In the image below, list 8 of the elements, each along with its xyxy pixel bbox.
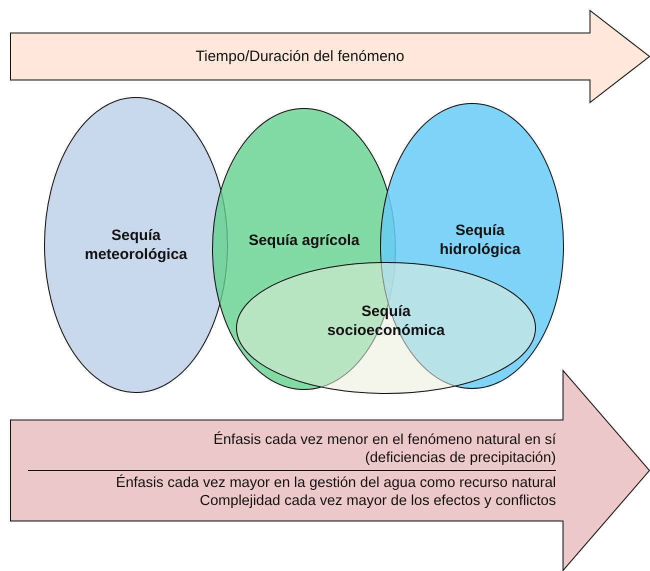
drought-type-label: Sequía agrícola xyxy=(248,230,360,250)
arrow-text: Complejidad cada vez mayor de los efectos y conflictos xyxy=(198,492,556,510)
arrow-text: Énfasis cada vez menor en el fenómeno natural en sí (deficiencias de precipitación) xyxy=(28,431,556,471)
arrow-label: Tiempo/Duración del fenómeno xyxy=(194,48,406,65)
drought-type-label: Sequía socioeconómica xyxy=(326,302,446,340)
drought-type-label: Sequía meteorológica xyxy=(84,226,188,264)
drought-type-label: Sequía hidrológica xyxy=(438,221,522,259)
arrow-text: Énfasis cada vez mayor en la gestión del agua como recurso natural xyxy=(114,474,556,492)
